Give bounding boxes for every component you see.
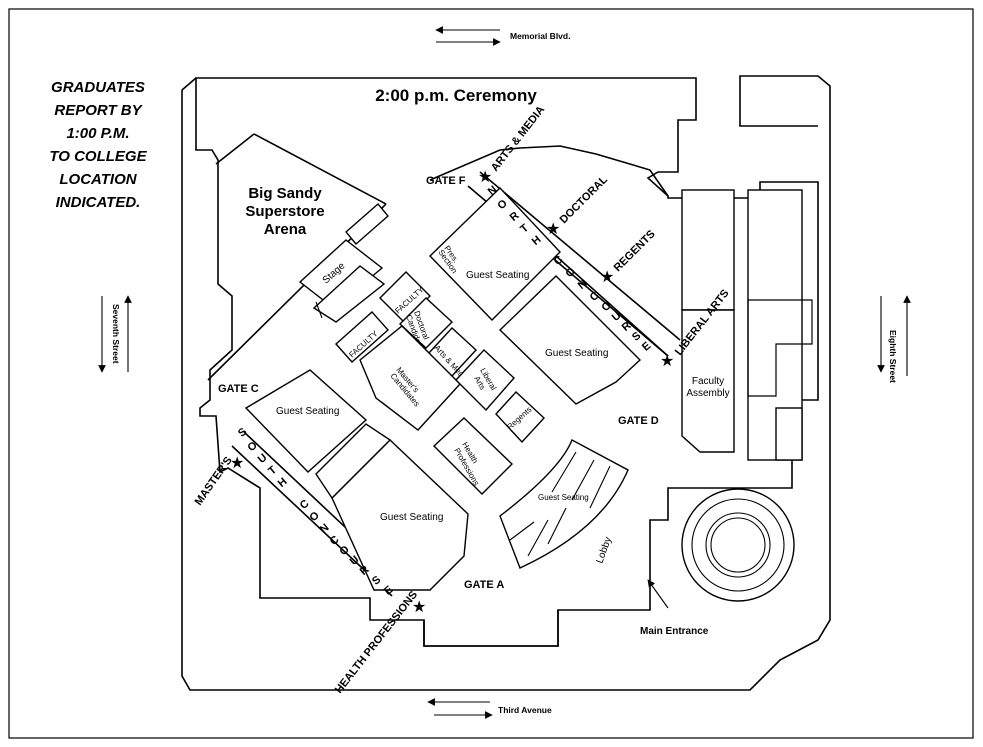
guest-seating-south — [315, 423, 469, 591]
star-icon: ★ — [412, 599, 426, 616]
svg-text:REPORT BY: REPORT BY — [54, 102, 143, 119]
svg-text:Superstore: Superstore — [245, 203, 324, 220]
map-border — [8, 8, 974, 739]
svg-text:Assembly: Assembly — [686, 388, 729, 399]
liberal-arts-section — [455, 349, 515, 412]
curved-seating — [499, 439, 629, 569]
college-arts-media: ARTS & MEDIA — [489, 104, 547, 174]
guest-seating-label-s: Guest Seating — [380, 512, 443, 523]
street-third: Third Avenue — [498, 705, 552, 715]
svg-text:R: R — [620, 320, 634, 334]
third-avenue-arrows — [427, 698, 493, 719]
svg-text:H: H — [276, 476, 290, 490]
seventh-street-arrows — [98, 295, 132, 373]
gate-d-label: GATE D — [618, 415, 659, 427]
guest-seating-west — [244, 369, 368, 473]
guest-seating-label-n2: Guest Seating — [545, 348, 608, 359]
svg-text:O: O — [308, 509, 323, 524]
svg-text:T: T — [266, 464, 279, 478]
svg-text:N: N — [318, 522, 332, 536]
main-entrance-arrow — [647, 579, 669, 609]
guest-seating-north-1 — [429, 187, 561, 321]
college-health-professions: HEALTH PROFESSIONS — [333, 589, 420, 696]
doctoral-candidates — [398, 297, 454, 349]
svg-text:U: U — [610, 310, 624, 324]
svg-text:C: C — [552, 254, 566, 268]
svg-text:1:00 P.M.: 1:00 P.M. — [66, 125, 129, 142]
guest-seating-label-curve: Guest Seating — [538, 493, 589, 502]
campus-lower-outline — [181, 75, 831, 691]
svg-text:Arena: Arena — [264, 221, 307, 238]
faculty-assembly: Faculty Assembly — [686, 376, 729, 399]
college-masters: MASTER'S — [193, 455, 235, 508]
gate-f-label: GATE F — [426, 175, 466, 187]
street-memorial: Memorial Blvd. — [510, 31, 570, 41]
regents-section — [495, 391, 545, 444]
health-professions-section — [432, 417, 514, 495]
star-icon: ★ — [600, 269, 614, 286]
star-icon: ★ — [478, 169, 492, 186]
svg-text:GRADUATES: GRADUATES — [51, 79, 145, 96]
svg-text:O: O — [246, 439, 261, 454]
college-doctoral: DOCTORAL — [558, 174, 611, 227]
stage-area — [298, 203, 389, 323]
memorial-blvd-arrows — [435, 26, 501, 46]
guest-seating-label-n1: Guest Seating — [466, 270, 529, 281]
street-eighth: Eighth Street — [888, 330, 898, 383]
faculty-right — [379, 271, 431, 323]
masters-candidates — [359, 325, 461, 431]
report-instructions: GRADUATES REPORT BY 1:00 P.M. TO COLLEGE… — [49, 79, 147, 211]
svg-text:LOCATION: LOCATION — [59, 171, 137, 188]
arena-name: Big Sandy Superstore Arena — [245, 185, 324, 238]
east-buildings — [681, 189, 813, 461]
star-icon: ★ — [546, 221, 560, 238]
eighth-street-arrows — [877, 295, 911, 376]
svg-text:N: N — [576, 278, 590, 292]
guest-seating-label-w: Guest Seating — [276, 406, 339, 417]
gate-c-label: GATE C — [218, 383, 259, 395]
svg-text:S: S — [236, 426, 249, 440]
svg-text:TO COLLEGE: TO COLLEGE — [49, 148, 147, 165]
main-entrance-label: Main Entrance — [640, 626, 709, 637]
svg-text:Faculty: Faculty — [692, 376, 724, 387]
svg-text:INDICATED.: INDICATED. — [56, 194, 141, 211]
gate-a-label: GATE A — [464, 579, 504, 591]
faculty-left — [335, 311, 389, 363]
svg-text:Big Sandy: Big Sandy — [248, 185, 322, 202]
gate-a-stub — [423, 610, 559, 647]
star-icon: ★ — [660, 353, 674, 370]
college-regents: REGENTS — [612, 228, 658, 274]
roundabout — [681, 488, 795, 602]
street-seventh: Seventh Street — [111, 304, 121, 364]
guest-seating-north-2 — [498, 275, 642, 405]
star-icon: ★ — [230, 455, 244, 472]
lobby-label: Lobby — [594, 536, 614, 565]
svg-text:C: C — [588, 290, 602, 304]
map-title: 2:00 p.m. Ceremony — [375, 86, 537, 105]
